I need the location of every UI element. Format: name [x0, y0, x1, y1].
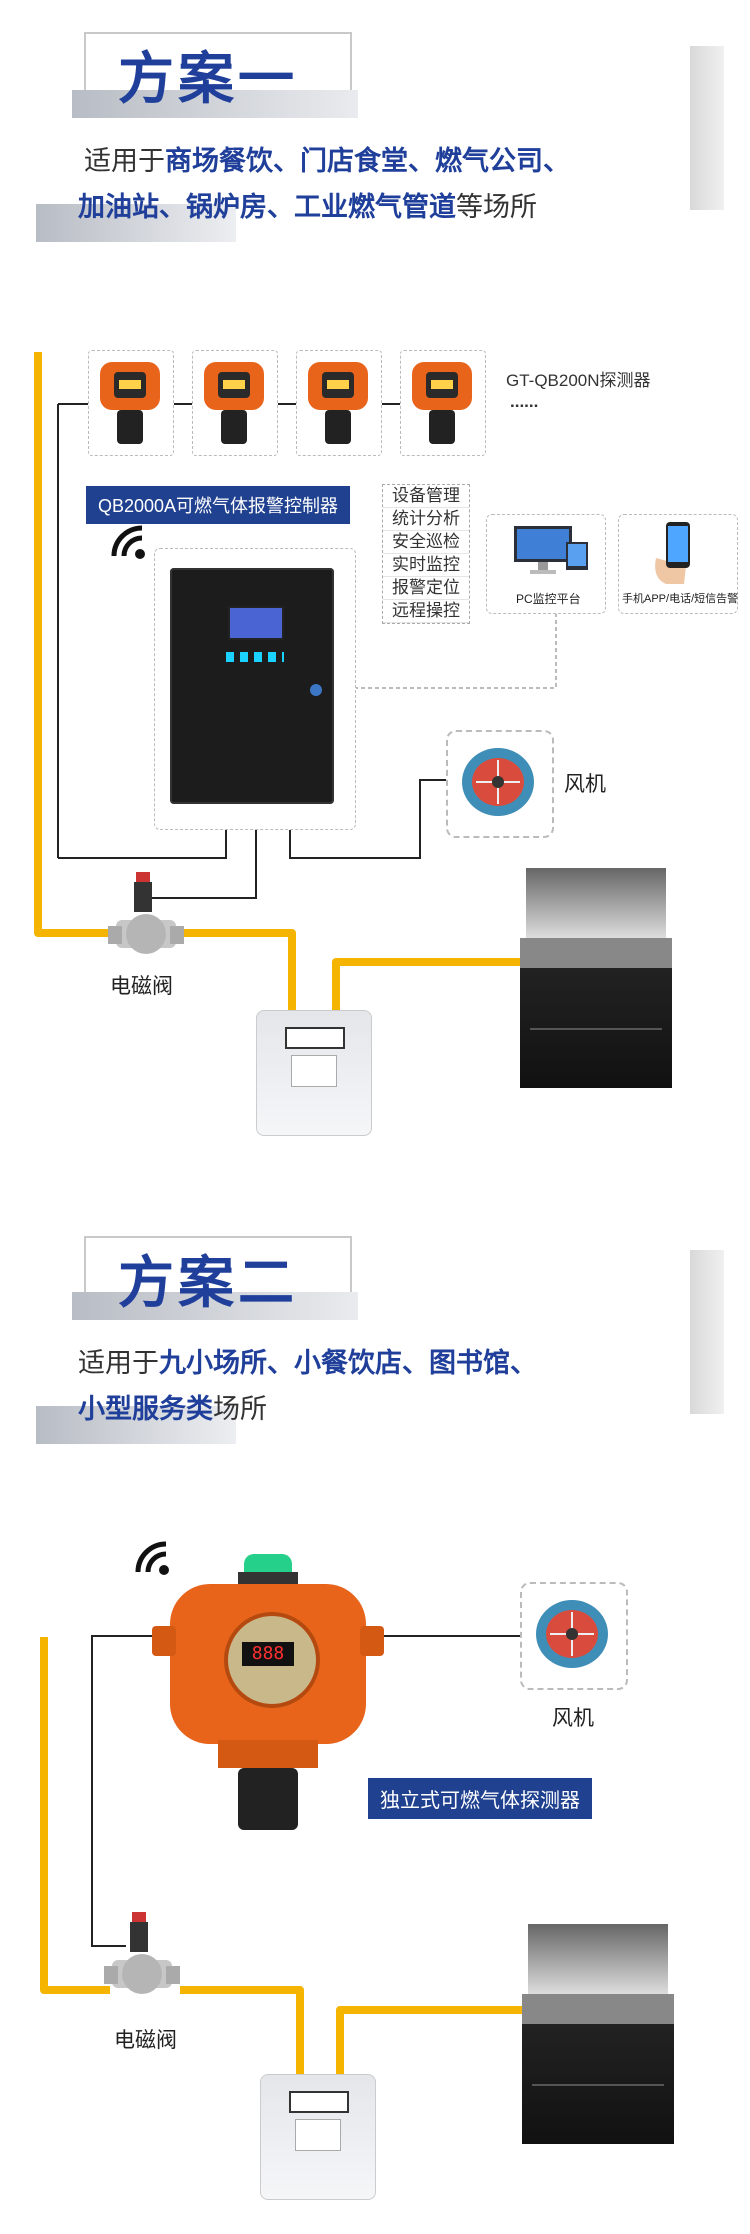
standalone-detector-tag: 独立式可燃气体探测器 [368, 1778, 592, 1819]
scheme1-intro-line2: 加油站、锅炉房、工业燃气管道等场所 [78, 184, 537, 232]
scheme2-intro-suffix: 场所 [213, 1394, 267, 1425]
gas-stove-cabinet-2 [522, 1924, 674, 2144]
app-alert-label: 手机APP/电话/短信告警 [622, 593, 739, 605]
scheme2-intro-line2: 小型服务类场所 [78, 1386, 267, 1434]
feature-list: 设备管理 统计分析 安全巡检 实时监控 报警定位 远程操控 [382, 484, 470, 624]
detector-1-graphic [100, 362, 160, 444]
fan-label-2: 风机 [552, 1707, 594, 1730]
controller-device[interactable] [170, 568, 334, 804]
valve-label: 电磁阀 [110, 975, 173, 998]
scheme1-title-bar [72, 90, 358, 118]
scheme1-intro-bar [36, 204, 236, 242]
fan-label: 风机 [564, 773, 606, 796]
feature-item: 实时监控 [383, 554, 469, 577]
gas-meter [256, 1010, 372, 1136]
scheme1-intro-highlight1: 商场餐饮、门店食堂、燃气公司、 [165, 146, 570, 177]
controller-tag: QB2000A可燃气体报警控制器 [86, 486, 351, 524]
valve-label-2: 电磁阀 [114, 2029, 177, 2052]
scheme2-title-bar [72, 1292, 358, 1320]
standalone-detector[interactable]: 888 [152, 1554, 384, 1834]
detector-4-graphic [412, 362, 472, 444]
scheme2-intro-highlight1: 九小场所、小餐饮店、图书馆、 [159, 1348, 537, 1379]
scheme1-title: 方案一 [118, 46, 298, 112]
scheme2-intro-prefix: 适用于 [78, 1348, 159, 1379]
wifi-icon [111, 525, 145, 559]
scheme2-intro-bar [36, 1406, 236, 1444]
feature-item: 统计分析 [383, 508, 469, 531]
detector-more-ellipsis: ...... [510, 392, 539, 411]
scheme2-intro-highlight2: 小型服务类 [78, 1394, 213, 1425]
controller-screen [228, 606, 284, 640]
feature-item: 设备管理 [383, 485, 469, 508]
scheme1-side-bar [690, 46, 724, 210]
wifi-icon-2 [135, 1541, 169, 1575]
scheme2-title: 方案二 [118, 1250, 298, 1316]
scheme1-intro-suffix: 等场所 [456, 192, 537, 223]
scheme1-intro-prefix: 适用于 [84, 146, 165, 177]
fan-icon [462, 748, 534, 816]
feature-item: 远程操控 [383, 600, 469, 623]
detector-model-label: GT-QB200N探测器 [506, 371, 651, 390]
feature-item: 安全巡检 [383, 531, 469, 554]
controller-buttons [226, 652, 284, 662]
controller-key-icon [310, 684, 322, 696]
phone-icon [655, 522, 690, 584]
fan-icon-2 [536, 1600, 608, 1668]
pc-platform-label: PC监控平台 [516, 592, 581, 606]
solenoid-valve-icon-2 [104, 1912, 180, 1994]
detector-display: 888 [242, 1642, 294, 1666]
scheme1-detector-graphics [100, 362, 472, 444]
detector-2-graphic [204, 362, 264, 444]
scheme2-side-bar [690, 1250, 724, 1414]
feature-item: 报警定位 [383, 577, 469, 600]
scheme2-intro-line1: 适用于九小场所、小餐饮店、图书馆、 [78, 1340, 537, 1388]
gas-meter-2 [260, 2074, 376, 2200]
solenoid-valve-icon [108, 872, 184, 954]
monitor-icon [514, 526, 588, 574]
detector-3-graphic [308, 362, 368, 444]
scheme1-intro-highlight2: 加油站、锅炉房、工业燃气管道 [78, 192, 456, 223]
scheme1-connection-lines [34, 352, 557, 1010]
gas-stove-cabinet [520, 868, 672, 1088]
scheme1-intro-line1: 适用于商场餐饮、门店食堂、燃气公司、 [84, 138, 570, 186]
